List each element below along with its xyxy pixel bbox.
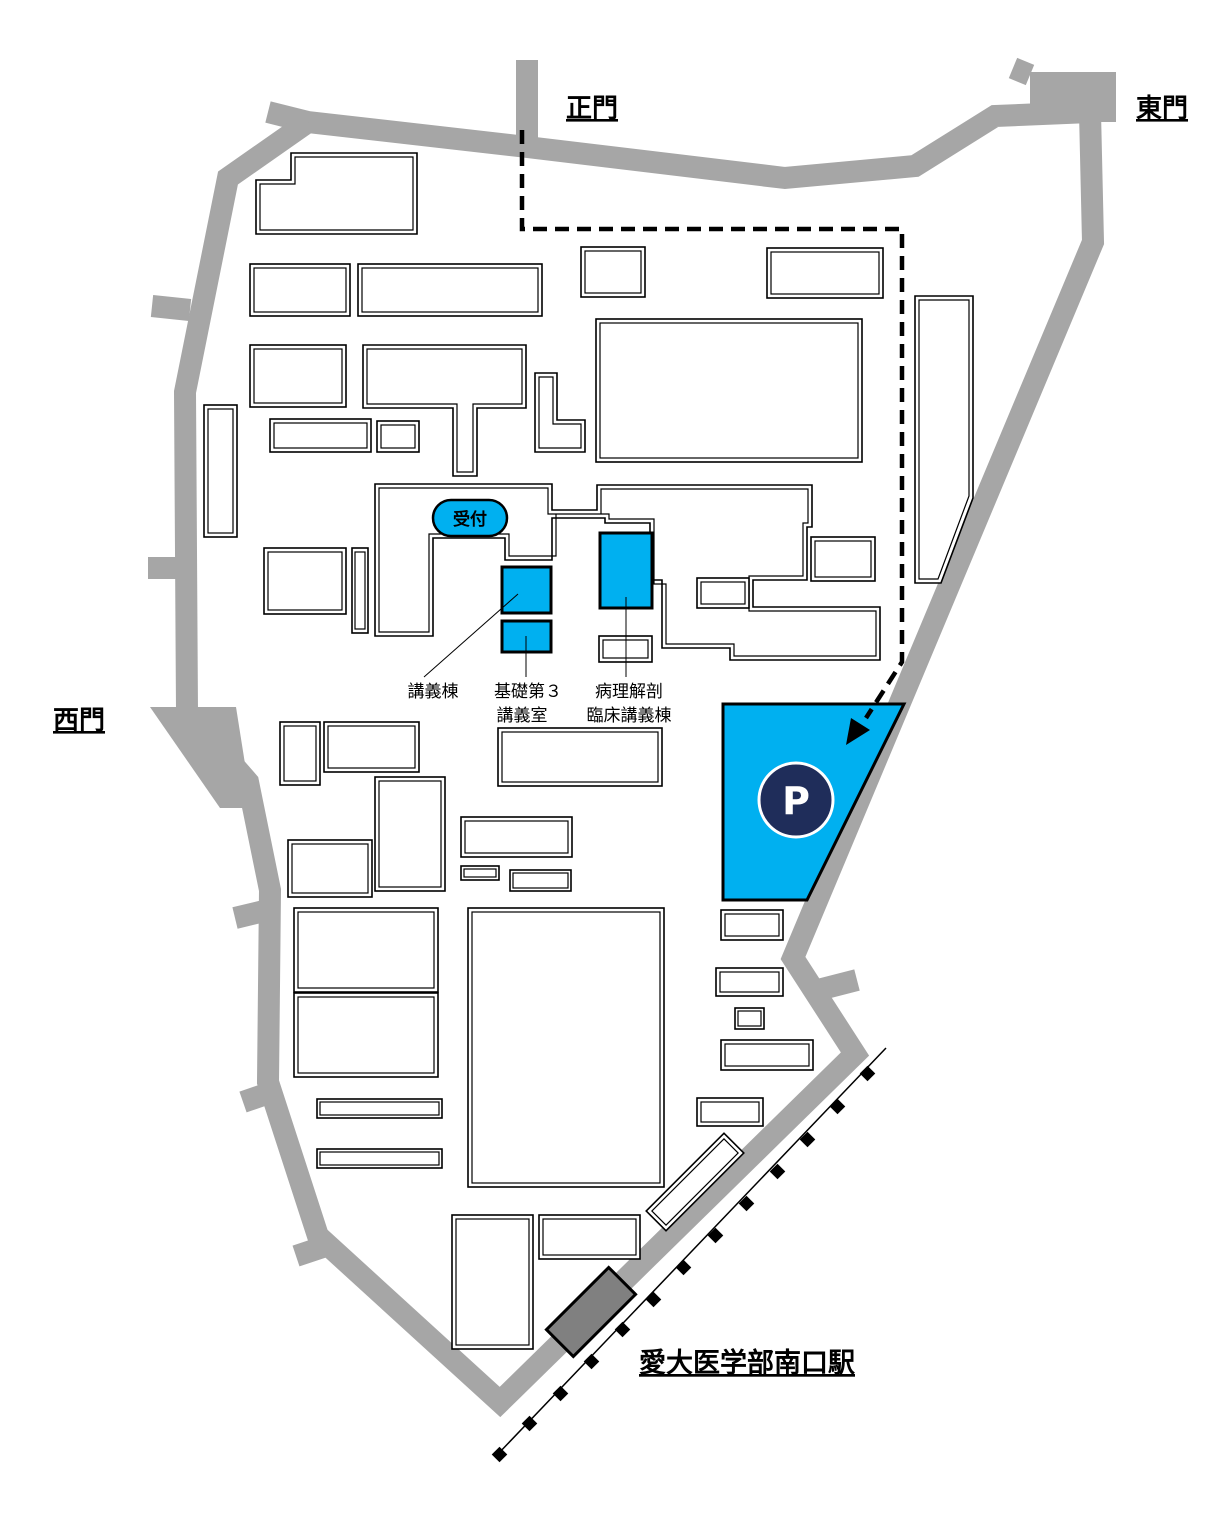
main-gate-label: 正門 <box>566 94 618 124</box>
pathology-label-line2: 臨床講義棟 <box>587 706 672 726</box>
reception-badge[interactable] <box>431 498 509 538</box>
basic3-label-line1: 基礎第３ <box>494 682 562 702</box>
east-gate-marker <box>1030 72 1116 122</box>
campus-roads <box>148 57 1105 1418</box>
lecture-building-label: 講義棟 <box>408 682 459 702</box>
label-leaders <box>423 593 627 678</box>
campus-buildings <box>203 152 974 1350</box>
west-gate-marker <box>150 707 252 808</box>
west-gate-label: 西門 <box>53 706 105 736</box>
route-path <box>519 130 905 745</box>
route-arrow-icon <box>846 718 870 745</box>
parking-icon <box>757 761 835 839</box>
station-label: 愛大医学部南口駅 <box>639 1347 855 1379</box>
east-gate-label: 東門 <box>1136 94 1188 124</box>
basic3-label-line2: 講義室 <box>497 706 548 726</box>
station-building <box>544 1265 638 1359</box>
railway <box>491 1047 887 1463</box>
pathology-label-line1: 病理解剖 <box>595 682 663 702</box>
parking-label: P <box>782 779 810 823</box>
pathology-clinical-lecture-building[interactable] <box>598 531 654 610</box>
reception-label: 受付 <box>453 509 487 530</box>
lecture-building[interactable] <box>500 565 553 615</box>
